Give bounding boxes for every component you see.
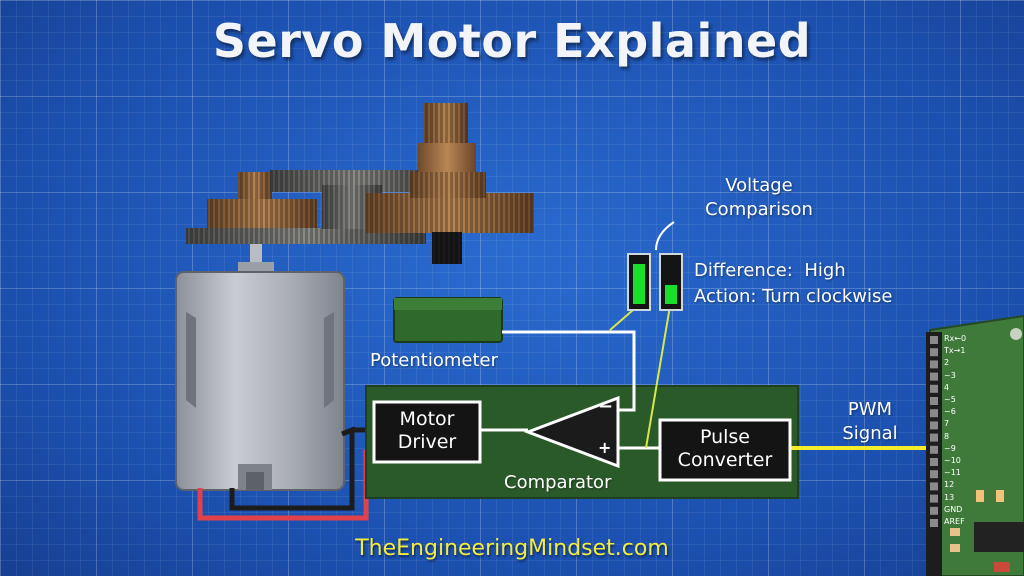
difference-row: Difference: High <box>694 258 892 284</box>
motor-wire-black <box>229 426 355 511</box>
arduino-pin-hole <box>930 519 938 527</box>
arduino-pin-hole <box>930 336 938 344</box>
arduino-led-2 <box>996 490 1004 502</box>
arduino-pin-label: Tx→1 <box>944 346 966 356</box>
page-title: Servo Motor Explained <box>212 14 812 68</box>
action-label: Action: <box>694 286 757 307</box>
arduino-led-1 <box>976 490 984 502</box>
arduino-pin-hole <box>930 445 938 454</box>
arduino-chip <box>974 522 1024 552</box>
arduino-pin-hole <box>930 506 938 515</box>
motor-driver-label-line2: Driver <box>397 431 457 453</box>
arduino-pin-label: AREF <box>944 517 965 526</box>
arduino-pin-label: ~11 <box>944 468 961 478</box>
arduino-pin-label: 12 <box>944 480 955 490</box>
arduino-pin-label: Rx←0 <box>944 334 967 343</box>
arduino-pin-label: ~6 <box>944 407 956 417</box>
arduino-pin-label: 13 <box>944 492 955 502</box>
difference-label: Difference: <box>694 260 793 281</box>
feedback-wire <box>502 330 636 412</box>
voltage-indicator-left-fill <box>633 264 645 304</box>
arduino-pin-hole <box>930 348 938 357</box>
arduino-pin-hole <box>930 494 938 503</box>
arduino-pin-hole <box>930 409 938 418</box>
arduino-pin-label: ~9 <box>944 443 956 453</box>
arduino-pin-label: ~10 <box>944 456 961 465</box>
motor-shaft <box>250 244 262 266</box>
arduino-pin-hole <box>930 384 938 393</box>
arduino-pin-hole <box>930 372 938 381</box>
motor-driver-box <box>372 400 482 464</box>
indicator-lead-plus <box>645 305 671 449</box>
difference-value: High <box>804 260 846 281</box>
motor-driver-label-line1: Motor <box>399 408 455 430</box>
comparator-symbol <box>523 395 620 469</box>
arduino-pin-hole <box>930 470 938 479</box>
pulse-converter-label-line1: Pulse <box>699 426 751 448</box>
arduino-pin-label: GND <box>944 504 963 514</box>
pulse-converter-label-line2: Converter <box>677 449 773 471</box>
motor-driver-label: Motor Driver <box>374 408 480 454</box>
arduino-pin-label: 8 <box>944 431 950 441</box>
voltage-label-line2: Comparison <box>705 199 813 220</box>
voltage-comparison-label: Voltage Comparison <box>690 174 828 222</box>
pwm-label-line2: Signal <box>842 423 898 444</box>
status-readout: Difference: High Action: Turn clockwise <box>694 258 892 310</box>
voltage-callout-curve <box>655 221 675 251</box>
arduino-pin-label: 2 <box>944 358 950 368</box>
arduino-pin-label: 4 <box>944 382 950 392</box>
arduino-board <box>926 314 1024 576</box>
arduino-pin-label: ~5 <box>944 395 956 404</box>
website-url: TheEngineeringMindset.com <box>355 536 669 561</box>
pulse-converter-label: Pulse Converter <box>660 426 790 472</box>
arduino-pin-label: ~3 <box>944 370 956 380</box>
gear-train <box>186 103 534 264</box>
output-shaft-collar <box>418 143 476 173</box>
arduino-pin-hole <box>930 433 938 442</box>
action-value: Turn clockwise <box>762 286 893 307</box>
motor-body <box>175 271 345 491</box>
voltage-label-line1: Voltage <box>725 175 793 196</box>
comparator-minus-sign: − <box>598 396 614 417</box>
pulse-converter-box <box>658 418 792 482</box>
arduino-pin-hole <box>930 360 938 369</box>
arduino-pin-label: 7 <box>944 419 950 429</box>
comparator-label: Comparator <box>504 472 612 493</box>
pwm-signal-label: PWM Signal <box>838 398 902 446</box>
comparator-plus-sign: + <box>598 438 612 457</box>
arduino-pin-hole <box>930 421 938 430</box>
arduino-pin-hole <box>930 482 938 491</box>
voltage-indicator-right-fill <box>665 285 677 304</box>
arduino-pin-hole <box>930 397 938 405</box>
potentiometer-label: Potentiometer <box>370 350 498 371</box>
action-row: Action: Turn clockwise <box>694 284 892 310</box>
arduino-pin-hole <box>930 458 938 466</box>
pwm-label-line1: PWM <box>847 399 893 420</box>
dc-motor <box>175 244 372 521</box>
